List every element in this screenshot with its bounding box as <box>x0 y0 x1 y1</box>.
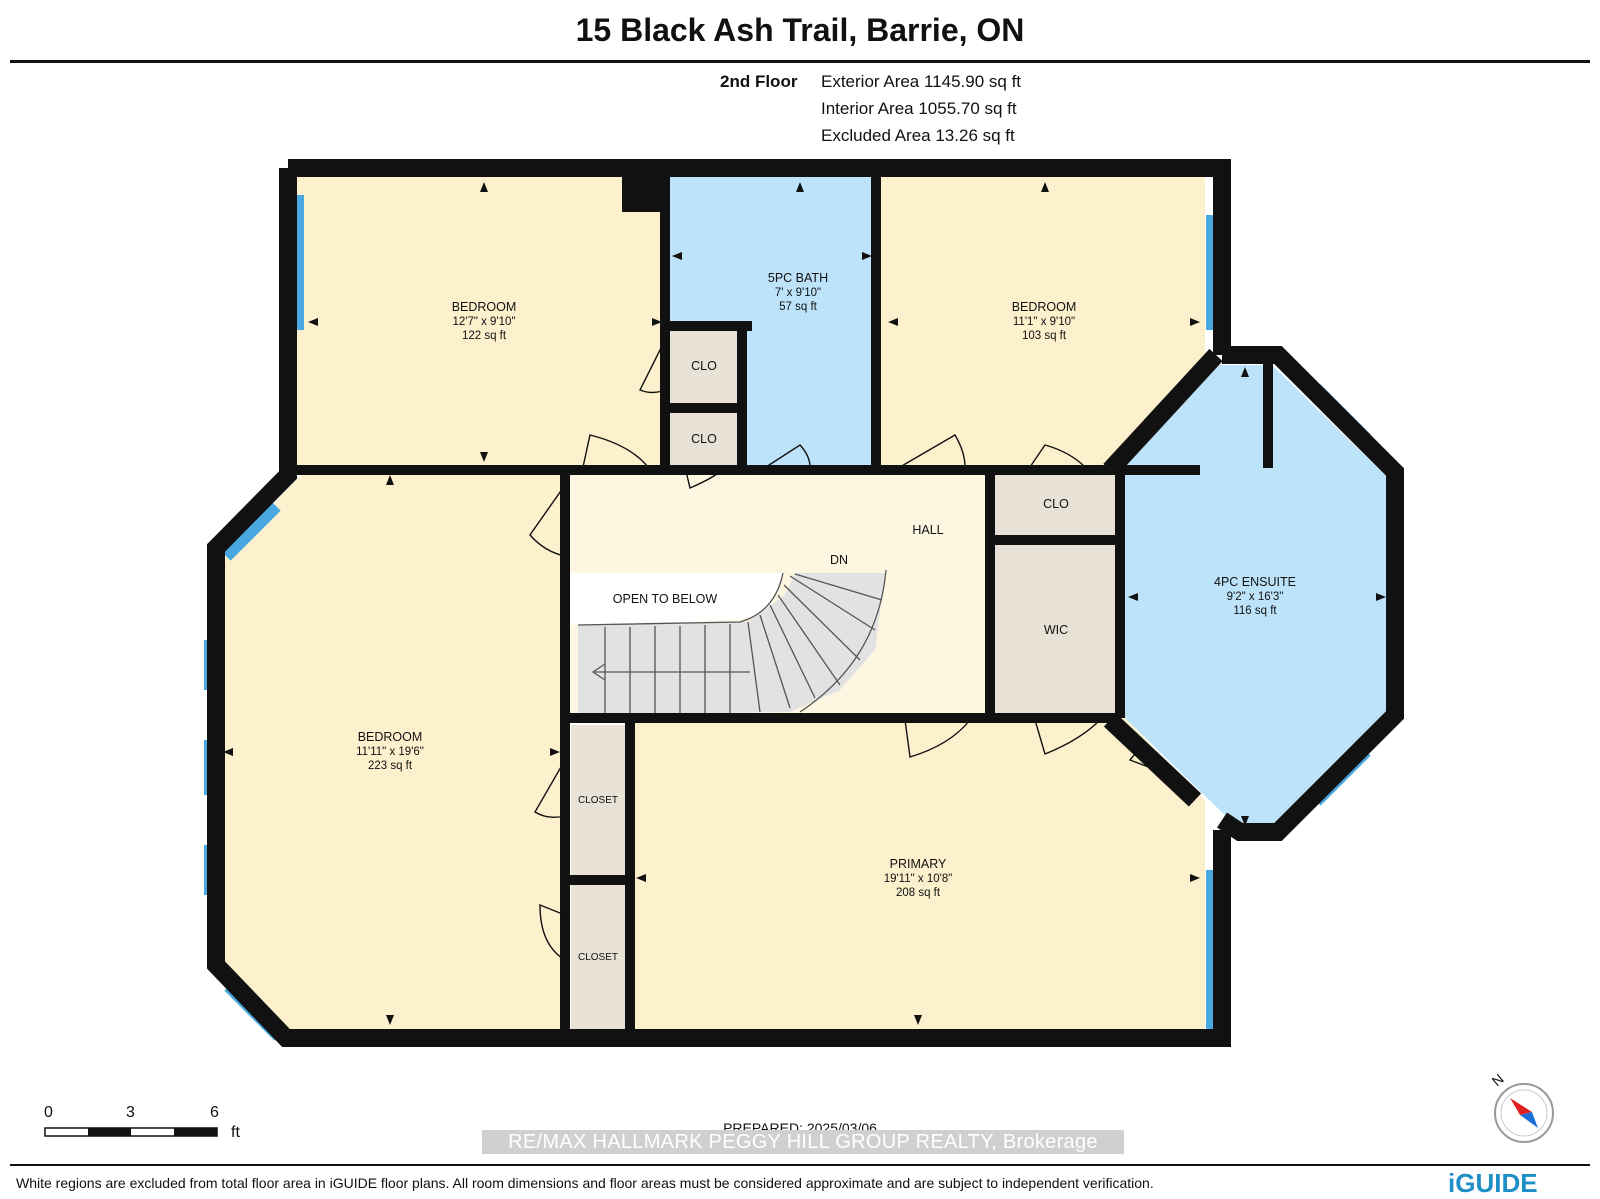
exterior-area: Exterior Area 1145.90 sq ft <box>821 72 1022 91</box>
scale-tick-3: 3 <box>126 1104 135 1121</box>
footer-divider <box>10 1164 1590 1166</box>
room-area-bedroom-west: 223 sq ft <box>368 760 413 772</box>
dimension-arrows <box>223 182 1386 1025</box>
wall-notch <box>622 176 667 212</box>
clo-fill-3 <box>995 473 1115 535</box>
label-open-to-below: OPEN TO BELOW <box>613 592 718 606</box>
label-closet-1: CLOSET <box>578 795 618 806</box>
page-title: 15 Black Ash Trail, Barrie, ON <box>575 12 1025 48</box>
room-dims-primary: 19'11" x 10'8" <box>884 873 953 885</box>
room-name-bedroom-west: BEDROOM <box>358 730 423 744</box>
wic-fill <box>995 545 1115 715</box>
room-name-bedroom-nw: BEDROOM <box>452 300 517 314</box>
room-area-bath-5pc: 57 sq ft <box>779 301 818 313</box>
room-dims-bedroom-west: 11'11" x 19'6" <box>356 746 424 758</box>
floor-name: 2nd Floor <box>720 72 798 91</box>
room-name-bedroom-ne: BEDROOM <box>1012 300 1077 314</box>
clo-fill-2 <box>667 412 737 466</box>
room-name-bath-5pc: 5PC BATH <box>768 271 828 285</box>
bedroom-nw-fill <box>296 176 665 466</box>
primary-fill <box>634 718 1205 1030</box>
compass-icon <box>1494 1083 1554 1143</box>
excluded-area: Excluded Area 13.26 sq ft <box>821 126 1015 145</box>
stair-treads <box>577 569 887 713</box>
room-dims-bedroom-ne: 11'1" x 9'10" <box>1013 316 1075 328</box>
doors <box>529 339 1186 961</box>
bedroom-west-fill <box>216 475 565 1030</box>
room-dims-ensuite-4pc: 9'2" x 16'3" <box>1227 591 1284 603</box>
disclaimer-text: White regions are excluded from total fl… <box>16 1175 1154 1191</box>
room-dims-bath-5pc: 7' x 9'10" <box>775 287 821 299</box>
room-area-bedroom-ne: 103 sq ft <box>1022 330 1067 342</box>
brokerage-watermark: RE/MAX HALLMARK PEGGY HILL GROUP REALTY,… <box>482 1130 1124 1154</box>
label-clo-1: CLO <box>691 359 717 373</box>
room-dims-bedroom-nw: 12'7" x 9'10" <box>452 316 515 328</box>
bedroom-ne-fill <box>876 176 1205 466</box>
room-name-ensuite-4pc: 4PC ENSUITE <box>1214 575 1296 589</box>
clo-fill-1 <box>667 330 737 405</box>
iguide-logo: iGUIDE <box>1448 1168 1538 1198</box>
room-area-primary: 208 sq ft <box>896 887 941 899</box>
closet-fill-1 <box>571 725 626 875</box>
interior-area: Interior Area 1055.70 sq ft <box>821 99 1017 118</box>
label-clo-2: CLO <box>691 432 717 446</box>
room-area-ensuite-4pc: 116 sq ft <box>1233 605 1277 617</box>
scale-tick-0: 0 <box>44 1104 53 1121</box>
compass-north-label: N <box>1489 1071 1507 1090</box>
room-name-primary: PRIMARY <box>890 857 947 871</box>
closet-fill-2 <box>571 885 626 1030</box>
header-divider <box>10 60 1590 63</box>
scale-unit: ft <box>231 1124 240 1141</box>
room-area-bedroom-nw: 122 sq ft <box>462 330 507 342</box>
label-hall: HALL <box>912 523 943 537</box>
label-wic: WIC <box>1044 623 1068 637</box>
label-closet-2: CLOSET <box>578 952 618 963</box>
ensuite-4pc-fill <box>1125 365 1390 828</box>
label-clo-3: CLO <box>1043 497 1069 511</box>
walls <box>207 159 1404 1047</box>
scale-bar <box>44 1127 218 1137</box>
scale-tick-6: 6 <box>210 1104 219 1121</box>
label-dn: DN <box>830 553 848 567</box>
interior-walls <box>296 176 1273 1030</box>
open-to-below <box>570 573 783 625</box>
